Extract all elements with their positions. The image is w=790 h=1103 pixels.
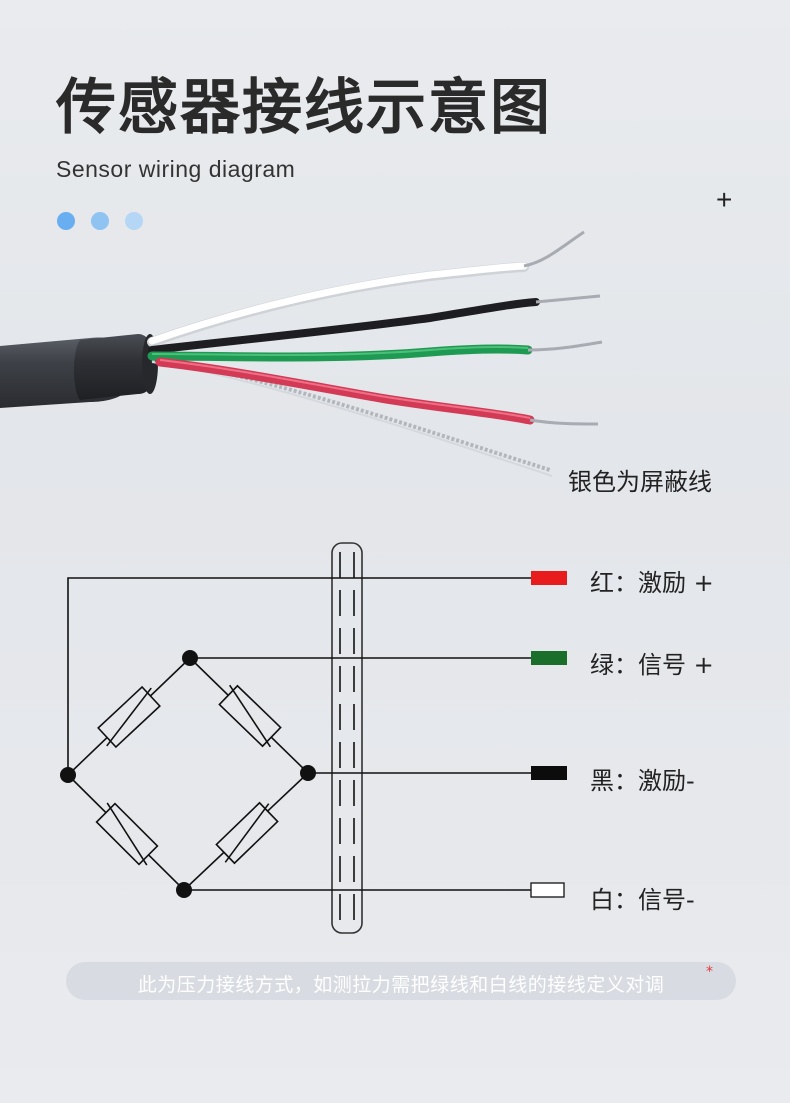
shield-label: 银色为屏蔽线 [568, 468, 712, 496]
dot-2 [91, 212, 109, 230]
legend-white: 白：信号- [590, 886, 695, 914]
dot-1 [57, 212, 75, 230]
green-wire-strands [527, 340, 603, 352]
red-wire-highlight [159, 359, 531, 419]
resistor-bottom-left [95, 802, 159, 866]
shield-tube [331, 542, 363, 934]
note-star: * [706, 964, 713, 980]
red-line [67, 577, 532, 775]
node-bottom [176, 882, 192, 898]
legend-black: 黑：激励- [590, 767, 695, 795]
red-wire-strands [529, 418, 599, 426]
page-subtitle: Sensor wiring diagram [56, 156, 296, 182]
note-text: 此为压力接线方式，如测拉力需把绿线和白线的接线定义对调 [137, 974, 665, 996]
legend-green: 绿：信号 + [590, 651, 714, 679]
swatch-black [531, 766, 567, 780]
decorative-dots [57, 212, 143, 230]
black-wire [148, 298, 540, 354]
swatch-red [531, 571, 567, 585]
swatch-white [530, 882, 565, 898]
node-right [300, 765, 316, 781]
red-wire [155, 357, 535, 425]
resistor-top-left [97, 685, 161, 749]
note-bar: 此为压力接线方式，如测拉力需把绿线和白线的接线定义对调 * [66, 962, 736, 1000]
black-wire-strands [535, 294, 601, 304]
node-top [182, 650, 198, 666]
dot-3 [125, 212, 143, 230]
cable-illustration [0, 230, 603, 477]
green-wire-highlight [151, 345, 529, 356]
cable-sleeve [74, 334, 156, 400]
plus-mark: + [716, 184, 733, 215]
swatch-green [531, 651, 567, 665]
white-wire-strands [523, 230, 585, 268]
green-wire [147, 344, 533, 362]
node-left [60, 767, 76, 783]
legend-red: 红：激励 + [590, 569, 714, 597]
resistor-bottom-right [215, 801, 279, 865]
resistor-top-right [218, 684, 282, 748]
page-title: 传感器接线示意图 [56, 73, 552, 143]
shield-wire-strand [151, 361, 553, 477]
white-wire-core [148, 262, 528, 345]
